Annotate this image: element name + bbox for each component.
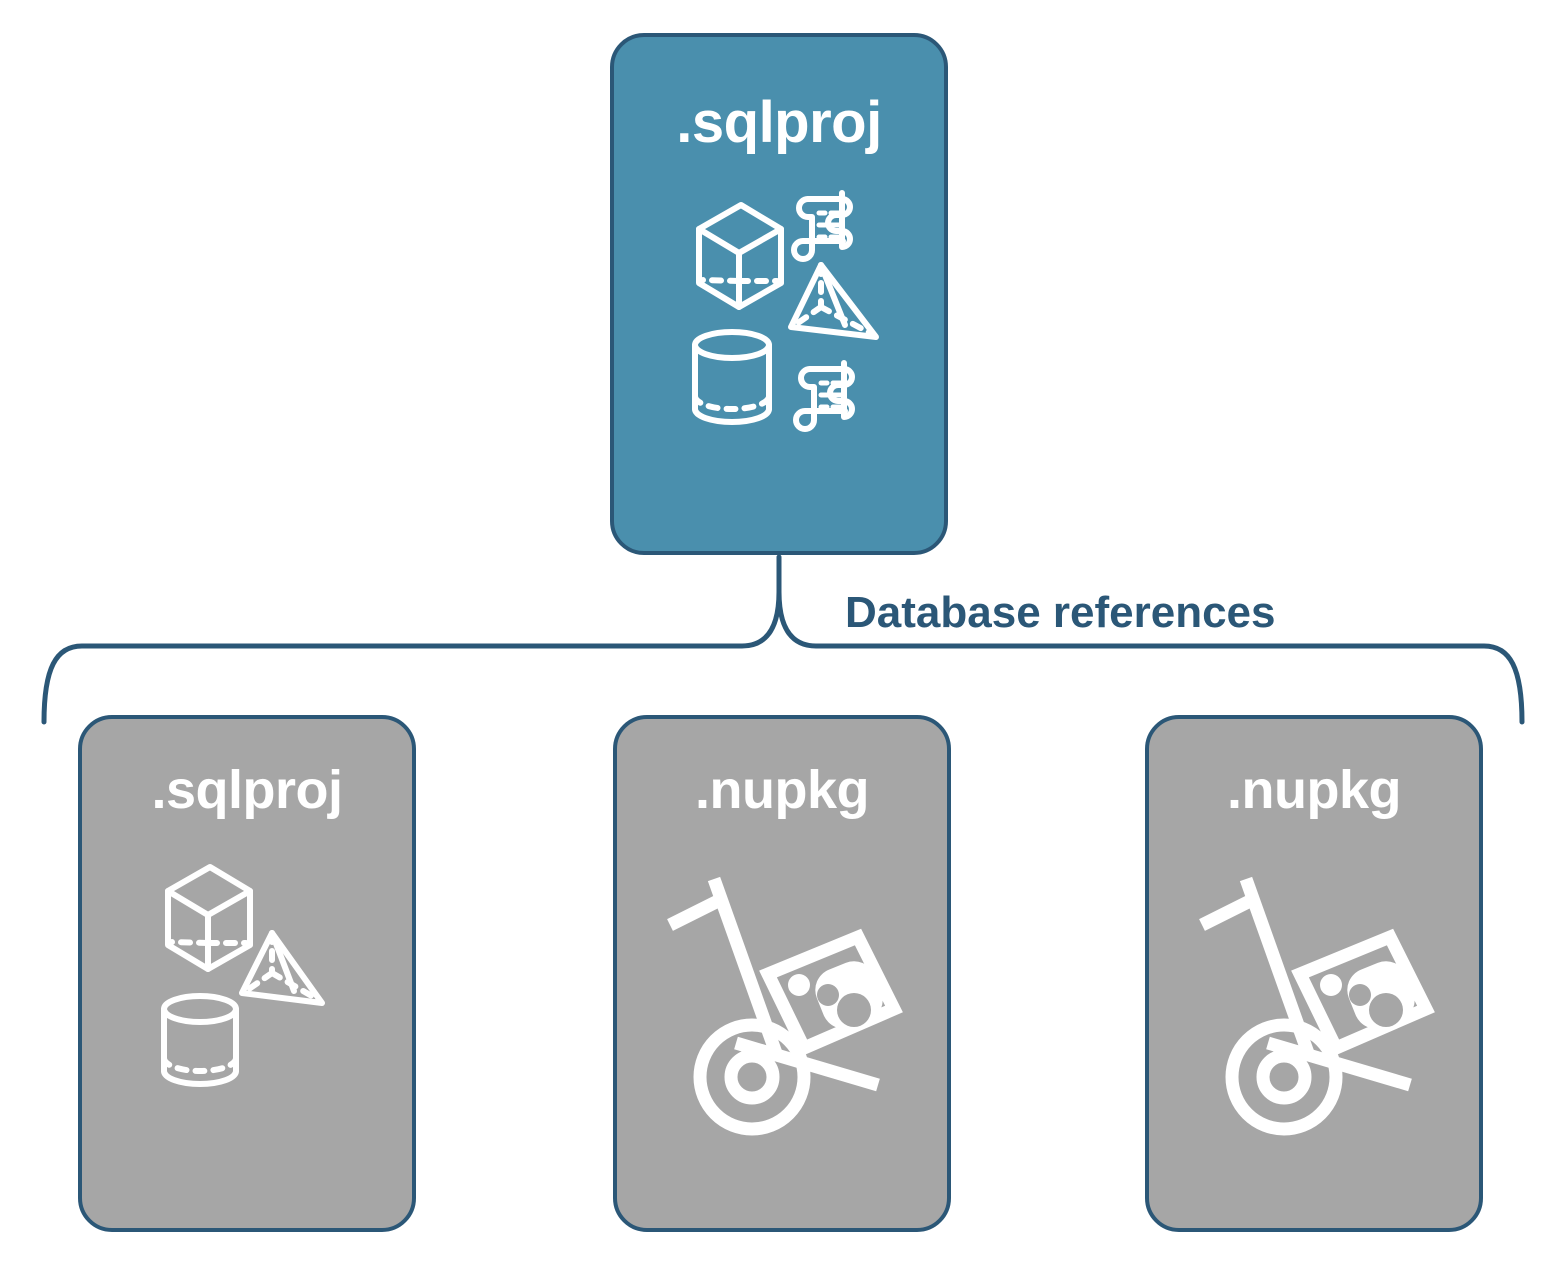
cylinder-icon (692, 329, 772, 425)
node-card-ref-sqlproj[interactable]: .sqlproj (78, 715, 416, 1232)
node-art-ref-sqlproj (82, 849, 412, 1099)
cube-icon (165, 864, 253, 972)
node-art-ref-nupkg-1 (617, 849, 947, 1139)
node-art-root-sqlproj (614, 177, 944, 447)
node-label-root-sqlproj: .sqlproj (676, 90, 882, 155)
pyramid-icon (788, 262, 879, 340)
node-label-ref-nupkg-2: .nupkg (1227, 760, 1401, 820)
node-card-ref-nupkg-2[interactable]: .nupkg (1145, 715, 1483, 1232)
scroll-icon (791, 190, 853, 262)
nuget-package-hand-truck-icon (667, 876, 903, 1136)
node-card-ref-nupkg-1[interactable]: .nupkg (613, 715, 951, 1232)
pyramid-icon (239, 930, 325, 1006)
shapes-illustration (161, 864, 325, 1087)
node-label-ref-sqlproj: .sqlproj (151, 760, 343, 820)
node-art-ref-nupkg-2 (1149, 849, 1479, 1139)
cylinder-icon (161, 993, 239, 1087)
nuget-logo-cutouts (817, 984, 871, 1027)
node-label-ref-nupkg-1: .nupkg (695, 760, 869, 820)
node-card-root-sqlproj[interactable]: .sqlproj (610, 33, 948, 555)
scroll-icon (793, 360, 855, 432)
shapes-and-scripts-illustration (692, 190, 879, 432)
nuget-logo-cutouts (1349, 984, 1403, 1027)
connector-label-database-references: Database references (845, 588, 1276, 637)
nuget-package-hand-truck-icon (1199, 876, 1435, 1136)
cube-icon (696, 202, 784, 310)
